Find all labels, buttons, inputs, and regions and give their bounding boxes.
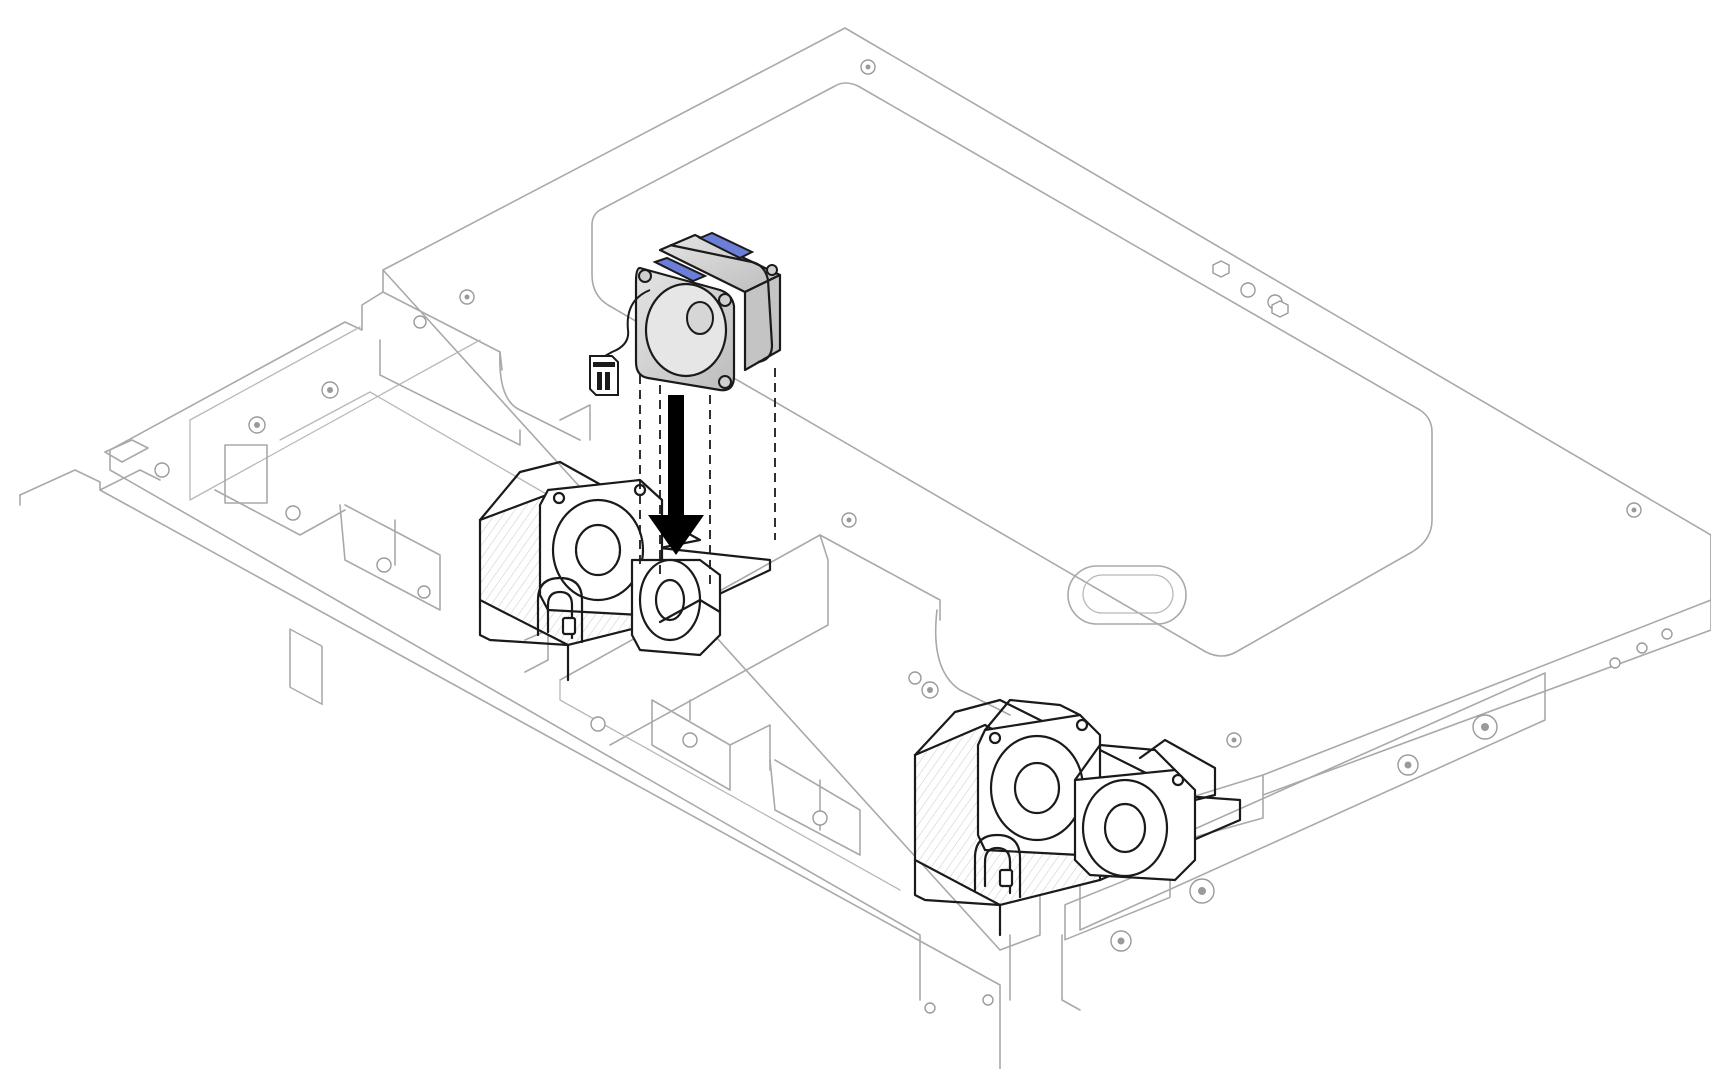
- fan-cage-1-handle: [536, 576, 584, 644]
- middle-bay-wall: [559, 534, 829, 746]
- fan-module-hub: [686, 301, 714, 335]
- cable-guide-left: [499, 351, 581, 441]
- cable-guide-right: [934, 609, 1011, 716]
- fan-cage-1-led: [561, 616, 577, 636]
- chassis-top-cover-outline: [382, 27, 1711, 951]
- left-bay-wall: [379, 339, 521, 446]
- chassis-front-corner: [99, 469, 161, 491]
- fan-cage-1-top: [478, 460, 702, 550]
- cover-recess-panel: [591, 82, 1433, 657]
- down-arrow-icon: [648, 395, 704, 555]
- chassis-front-edge-outer: [19, 469, 1001, 1070]
- alignment-guide-lines: [639, 368, 776, 590]
- rail-block-3: [651, 699, 731, 791]
- installed-fan-2: [630, 558, 722, 657]
- left-mount-features: [104, 315, 441, 706]
- hot-swap-fan-module-icon: [589, 231, 782, 396]
- middle-mount-features: [524, 629, 939, 856]
- fan-cage-2-led: [998, 868, 1014, 888]
- rail-block-4: [769, 759, 861, 856]
- release-tab-front: [652, 256, 708, 283]
- server-chassis: [19, 27, 1711, 1070]
- left-rail-inner-1: [189, 326, 361, 421]
- cover-handle-outer: [1067, 565, 1187, 625]
- chassis-front-edge-inner: [109, 449, 921, 1001]
- middle-bay-back: [819, 534, 941, 621]
- fan-module-side: [743, 273, 782, 372]
- front-bezel-plate: [1079, 672, 1546, 931]
- fan-power-connector: [589, 355, 619, 396]
- fan-module-cable: [604, 289, 651, 357]
- left-bay-floor: [279, 391, 561, 503]
- chassis-right-edge: [1262, 534, 1711, 796]
- installed-fan-cage-1: [478, 460, 772, 682]
- installed-fan-cage-2: [913, 698, 1242, 937]
- rail-block-2: [339, 504, 441, 611]
- left-rail-inner-3: [189, 339, 481, 501]
- cover-screws: [459, 59, 1642, 748]
- cover-handle-inner: [1082, 574, 1174, 614]
- release-tab-rear: [697, 231, 755, 260]
- fan-module-opening: [644, 282, 728, 378]
- middle-bay-floor: [559, 679, 901, 891]
- chassis-cover-lip: [382, 291, 503, 371]
- rail-block-1: [224, 444, 268, 504]
- fan-cage-1-base: [478, 598, 570, 647]
- installed-fan-4: [1073, 738, 1217, 882]
- installed-fan-3: [976, 698, 1102, 857]
- left-rail-top: [109, 291, 384, 451]
- bay-latch-left: [559, 404, 591, 441]
- fan-cage-2-handle: [973, 833, 1022, 899]
